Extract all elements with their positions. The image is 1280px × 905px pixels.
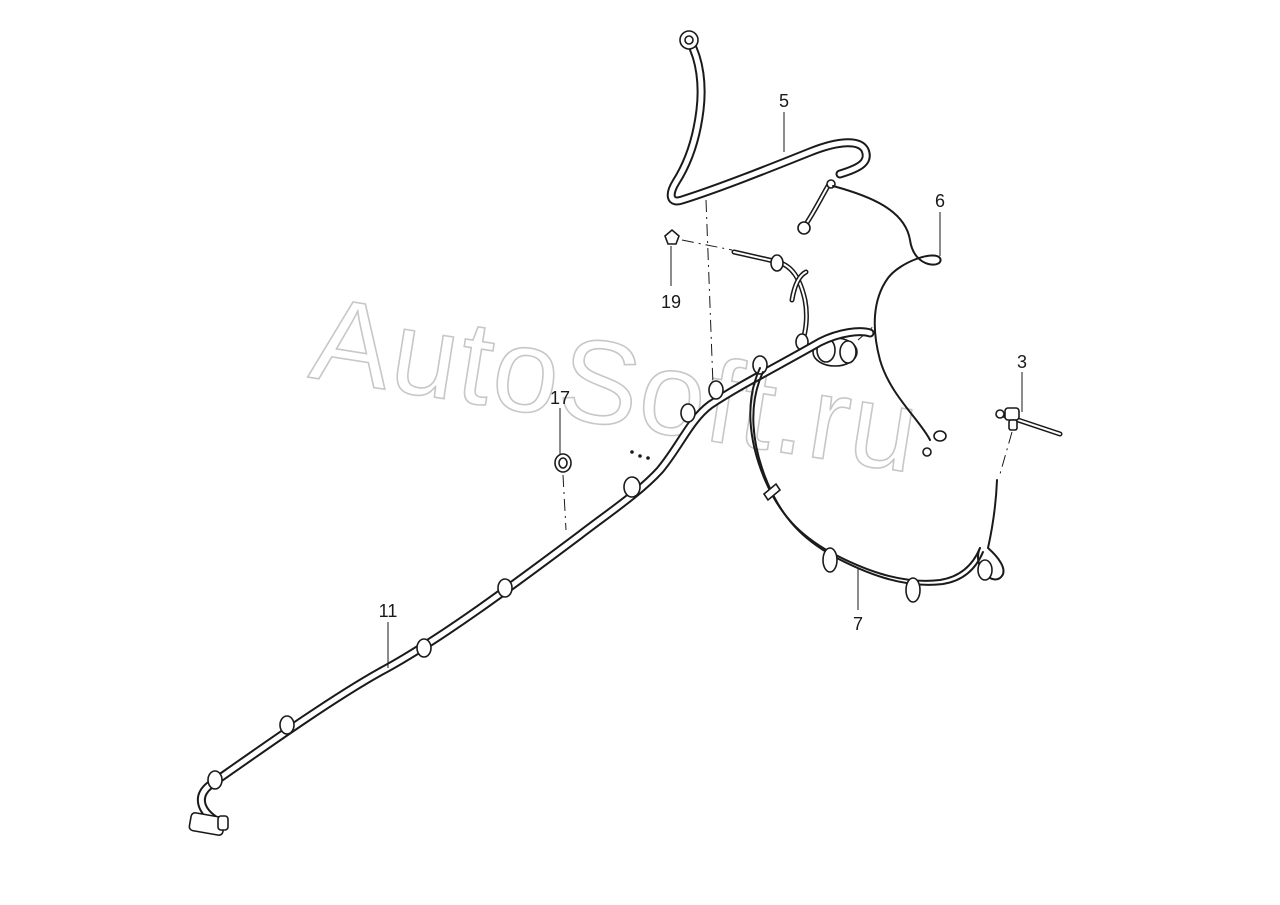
callout-11: 11 — [379, 601, 398, 621]
callout-17: 17 — [550, 388, 570, 408]
watermark-text: AutoSoft.ru — [303, 272, 928, 498]
callout-3: 3 — [1017, 352, 1027, 372]
fitting-19 — [664, 228, 809, 345]
callout-6: 6 — [935, 191, 945, 211]
wire-6-plug — [797, 221, 811, 235]
wire-6-end-loop — [933, 430, 947, 442]
callout-19: 19 — [661, 292, 681, 312]
watermark: AutoSoft.ru — [302, 272, 929, 500]
wire-6-terminal — [922, 447, 932, 457]
hose-5 — [666, 30, 871, 206]
wire-6 — [797, 179, 947, 457]
harness-7 — [749, 367, 1005, 603]
hose-11 — [188, 327, 875, 836]
fitting-19-body — [664, 228, 680, 245]
fitting-3-body — [1004, 407, 1020, 421]
clamp-17 — [554, 450, 650, 531]
fitting-3 — [995, 407, 1063, 475]
callout-5: 5 — [779, 91, 789, 111]
callout-7: 7 — [853, 614, 863, 634]
